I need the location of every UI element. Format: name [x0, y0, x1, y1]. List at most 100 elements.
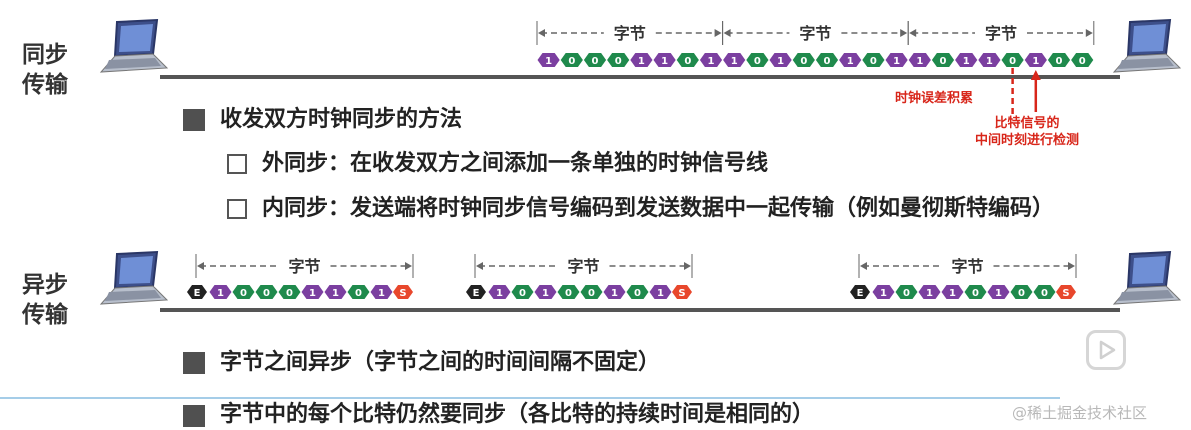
- svg-text:0: 0: [568, 56, 575, 67]
- sync-bit: 0: [1047, 53, 1071, 67]
- async-bit: 0: [626, 285, 649, 299]
- svg-text:0: 0: [1009, 56, 1016, 67]
- svg-text:1: 1: [1032, 56, 1039, 67]
- async-bit: 1: [987, 285, 1010, 299]
- sync-bit: 0: [862, 53, 885, 67]
- sync-bit: 1: [1024, 53, 1047, 67]
- async-bit: 0: [511, 285, 534, 299]
- svg-text:0: 0: [1041, 288, 1048, 299]
- sync-bit: 1: [769, 53, 792, 67]
- start-bit: E: [466, 285, 486, 299]
- svg-text:0: 0: [754, 56, 761, 67]
- async-transmission-line: [160, 308, 1120, 312]
- svg-text:0: 0: [800, 56, 807, 67]
- sync-bit: 1: [885, 53, 908, 67]
- sync-bit: 0: [1071, 53, 1094, 67]
- sync-byte-span-2: 字节: [907, 21, 1095, 45]
- sync-bit: 1: [978, 53, 1001, 67]
- async-bit: 0: [278, 285, 301, 299]
- sync-bit: 1: [723, 53, 746, 67]
- async-point-1: 字节之间异步（字节之间的时间间隔不固定）: [220, 350, 661, 375]
- svg-text:0: 0: [240, 288, 247, 299]
- svg-text:1: 1: [949, 288, 956, 299]
- stop-bit: S: [672, 285, 692, 299]
- async-bit: 0: [964, 285, 987, 299]
- async-bit: 0: [347, 285, 370, 299]
- svg-text:0: 0: [903, 288, 910, 299]
- svg-text:1: 1: [986, 56, 993, 67]
- sync-bit: 0: [583, 53, 607, 67]
- sync-bit: 1: [955, 53, 978, 67]
- svg-text:0: 0: [870, 56, 877, 67]
- async-bit: 1: [918, 285, 941, 299]
- svg-text:0: 0: [615, 56, 622, 67]
- sync-bit: 1: [630, 53, 653, 67]
- svg-text:1: 1: [657, 288, 664, 299]
- svg-text:1: 1: [611, 288, 618, 299]
- svg-text:0: 0: [1056, 56, 1063, 67]
- async-bit: 1: [324, 285, 347, 299]
- async-bullet-1: [183, 352, 205, 374]
- svg-text:1: 1: [926, 288, 933, 299]
- svg-text:1: 1: [332, 288, 339, 299]
- sync-bit: 0: [792, 53, 815, 67]
- sync-bit: 0: [607, 53, 630, 67]
- svg-text:E: E: [473, 288, 480, 299]
- svg-text:S: S: [678, 288, 685, 299]
- async-bit: 0: [232, 285, 255, 299]
- svg-text:1: 1: [545, 56, 552, 67]
- svg-text:0: 0: [519, 288, 526, 299]
- svg-text:1: 1: [880, 288, 887, 299]
- svg-text:0: 0: [592, 56, 599, 67]
- svg-text:1: 1: [963, 56, 970, 67]
- sync-bit: 0: [676, 53, 699, 67]
- svg-text:0: 0: [940, 56, 947, 67]
- sync-byte-span-0: 字节: [536, 21, 724, 45]
- sync-bit: 0: [560, 53, 583, 67]
- start-bit: E: [850, 285, 870, 299]
- byte-label: 字节: [614, 24, 646, 43]
- async-byte-span-2: 字节: [858, 254, 1077, 278]
- svg-text:0: 0: [565, 288, 572, 299]
- sync-bit: 0: [815, 53, 839, 67]
- async-title: 异步 传输: [22, 272, 68, 328]
- async-bullet-2: [183, 405, 205, 427]
- clock-drift-annotation: 时钟误差积累: [895, 91, 974, 106]
- stop-bit: S: [393, 285, 413, 299]
- async-bit: 1: [209, 285, 232, 299]
- async-bit: 0: [1010, 285, 1033, 299]
- sync-byte-span-1: 字节: [722, 21, 909, 45]
- sample-arrow-icon: [1030, 70, 1041, 112]
- play-button[interactable]: [1086, 330, 1126, 370]
- async-point-2: 字节中的每个比特仍然要同步（各比特的持续时间是相同的）: [220, 402, 815, 427]
- sync-bit: 1: [839, 53, 862, 67]
- sender-laptop-icon: [99, 18, 169, 73]
- svg-text:1: 1: [496, 288, 503, 299]
- async-bit: 1: [941, 285, 964, 299]
- sync-bit: 0: [931, 53, 955, 67]
- svg-text:1: 1: [309, 288, 316, 299]
- async-receiver-laptop-icon: [1112, 250, 1182, 305]
- sync-bit: 0: [1001, 53, 1024, 67]
- svg-text:1: 1: [995, 288, 1002, 299]
- byte-label: 字节: [985, 24, 1017, 43]
- svg-text:0: 0: [1018, 288, 1025, 299]
- async-bit: 0: [255, 285, 278, 299]
- svg-text:1: 1: [777, 56, 784, 67]
- async-bit: 1: [301, 285, 324, 299]
- async-bit: 1: [534, 285, 557, 299]
- async-bit: 1: [649, 285, 672, 299]
- start-bit: E: [187, 285, 207, 299]
- sync-bit: 1: [537, 53, 560, 67]
- progress-divider: [0, 397, 1060, 399]
- svg-text:0: 0: [684, 56, 691, 67]
- byte-label: 字节: [799, 24, 831, 43]
- sync-method-heading: 收发双方时钟同步的方法: [220, 107, 463, 132]
- sync-bit: 1: [699, 53, 723, 67]
- sync-title: 同步 传输: [22, 42, 68, 98]
- external-sync-checkbox: [227, 154, 247, 174]
- internal-sync-text: 内同步：发送端将时钟同步信号编码到发送数据中一起传输（例如曼彻斯特编码）: [262, 196, 1055, 221]
- svg-text:1: 1: [708, 56, 715, 67]
